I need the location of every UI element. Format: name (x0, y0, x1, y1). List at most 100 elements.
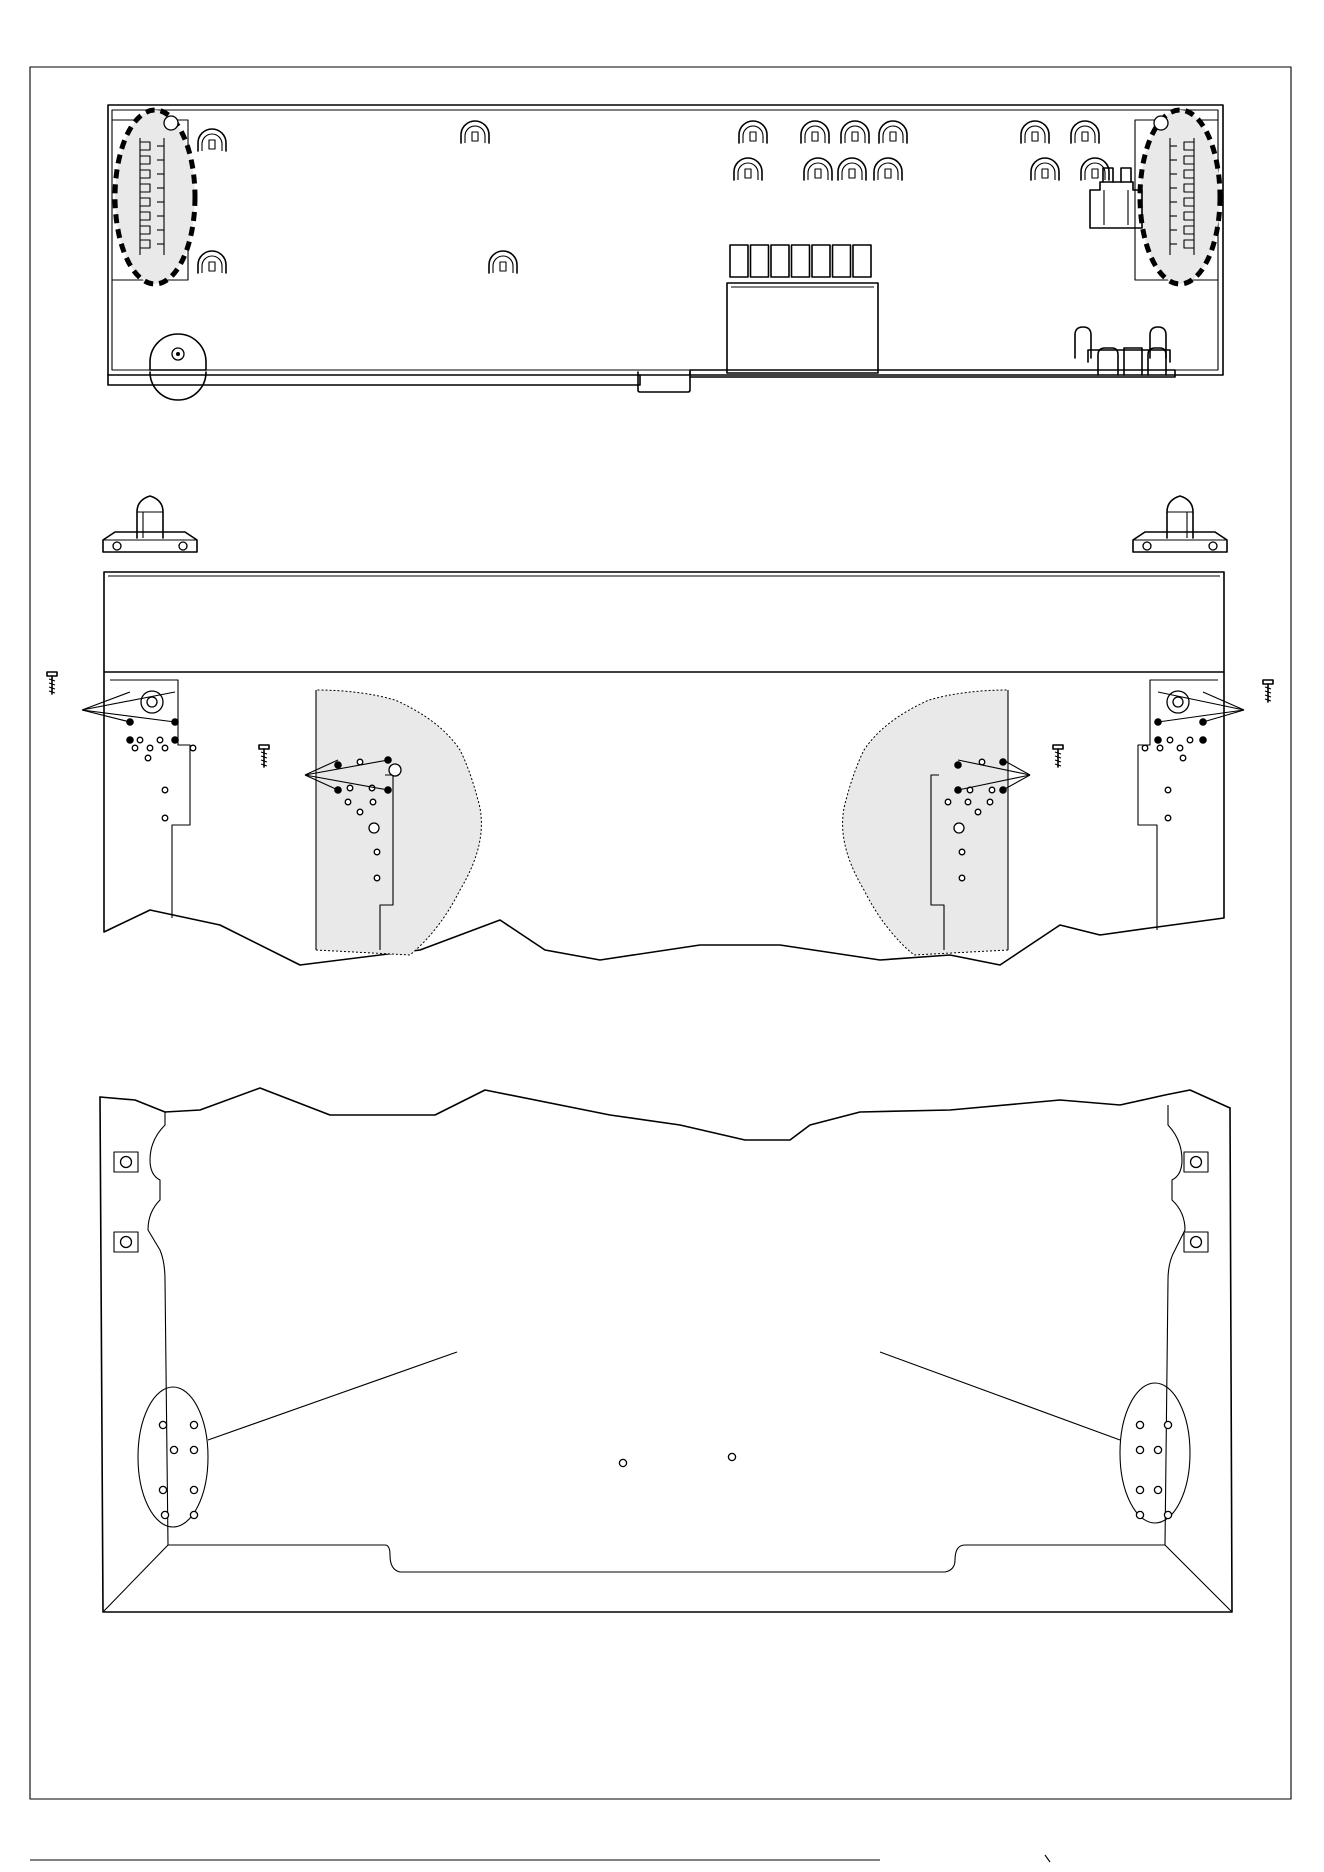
clip-slot (812, 132, 818, 141)
clip (489, 251, 517, 273)
clip (198, 251, 226, 273)
clip-slot (500, 262, 506, 271)
panel-connector-a (1098, 348, 1118, 375)
screw-point (1000, 759, 1007, 766)
clip (838, 158, 866, 180)
left-detail-shade (316, 690, 481, 955)
hole (1164, 1511, 1171, 1518)
footer-mark (1045, 1855, 1050, 1862)
hole (1164, 1421, 1171, 1428)
door-inner-panel-view (100, 1088, 1232, 1612)
hole (190, 1486, 197, 1493)
sheet-border (30, 67, 1291, 1799)
hole (374, 849, 380, 855)
screw-point (955, 762, 962, 769)
panel-inner-edge (112, 110, 1218, 370)
hole (374, 875, 380, 881)
hole (347, 785, 353, 791)
hole (162, 815, 168, 821)
hole (975, 809, 981, 815)
hole (987, 799, 993, 805)
screw-icon (259, 745, 269, 767)
mount-hole (147, 697, 157, 707)
hole (137, 737, 143, 743)
screws (47, 672, 1273, 767)
detail-hole (369, 823, 379, 833)
clip-slot (209, 140, 215, 149)
hole (1157, 745, 1163, 751)
hole (1167, 737, 1173, 743)
panel-knob-lower (150, 372, 206, 400)
clip (734, 158, 762, 180)
clip (1071, 121, 1099, 143)
hole (1180, 755, 1186, 761)
inner-panel-frame (100, 1097, 1232, 1612)
hole (162, 787, 168, 793)
hole (1136, 1421, 1143, 1428)
panel-bracket (1090, 182, 1142, 228)
screw-icon (1053, 745, 1063, 767)
inner-panel-corner-bevels (103, 1545, 1232, 1612)
panel-key (751, 245, 769, 277)
hole (357, 809, 363, 815)
hole (159, 1421, 166, 1428)
screw-point (1155, 737, 1162, 744)
panel-key (833, 245, 851, 277)
clip (841, 121, 869, 143)
hole (145, 755, 151, 761)
screw-point (335, 762, 342, 769)
side-tab-hole (121, 1157, 132, 1168)
hole (959, 875, 965, 881)
left-corner-ring (164, 116, 178, 130)
panel-key (792, 245, 810, 277)
screw-leader-lines (82, 692, 1244, 790)
hole (1154, 1486, 1161, 1493)
clip-slot (849, 169, 855, 178)
hole (965, 799, 971, 805)
clip (804, 158, 832, 180)
detail-hole (389, 764, 401, 776)
clip-slot (890, 132, 896, 141)
inner-panel-contour (148, 1105, 1185, 1572)
side-tab-hole (1191, 1237, 1202, 1248)
detail-hole (954, 823, 964, 833)
screw-point (127, 737, 134, 744)
screw-point (1200, 737, 1207, 744)
clip-slot (472, 132, 478, 141)
door-top-mounting-view (47, 496, 1273, 965)
panel-keys (730, 245, 871, 277)
leader-line (82, 710, 130, 722)
hole (1154, 1446, 1161, 1453)
control-panel-rear-view (108, 105, 1223, 400)
side-tab-hole (1191, 1157, 1202, 1168)
hole (619, 1459, 626, 1466)
hole (1165, 815, 1171, 821)
clip (1021, 121, 1049, 143)
panel-body (108, 105, 1223, 375)
inner-panel-holes (159, 1421, 1171, 1518)
right-detail-shade (843, 690, 1008, 955)
hole (959, 849, 965, 855)
clip-slot (1082, 132, 1088, 141)
inner-panel-side-tabs (114, 1152, 1208, 1252)
clip-slot (745, 169, 751, 178)
screw-point (172, 737, 179, 744)
hole (159, 1486, 166, 1493)
hole (1177, 745, 1183, 751)
hole (1142, 745, 1148, 751)
hole (132, 745, 138, 751)
screw-icon (1263, 680, 1273, 702)
clip-slot (852, 132, 858, 141)
clip-slot (1042, 169, 1048, 178)
panel-clips (198, 121, 1109, 273)
clip (461, 121, 489, 143)
hole (157, 737, 163, 743)
clip (874, 158, 902, 180)
clip-slot (1032, 132, 1038, 141)
hole (1136, 1486, 1143, 1493)
mounting-bracket-icon (103, 496, 197, 552)
clip-slot (209, 262, 215, 271)
door-body-torn-outline (104, 672, 1224, 965)
